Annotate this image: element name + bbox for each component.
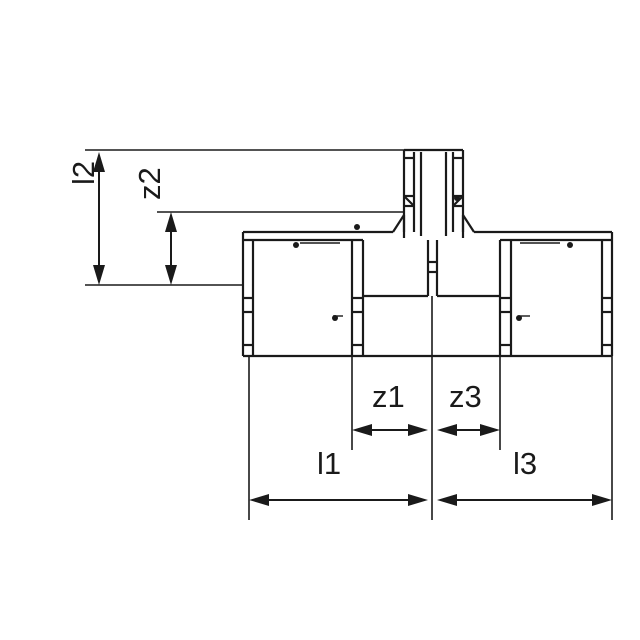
marker-dot-branch-right	[454, 195, 460, 201]
arrow-l1-left	[249, 494, 269, 506]
dimension-label-z1: z1	[372, 379, 405, 414]
marker-dot-left-body	[332, 315, 338, 321]
marker-dot-left-top	[293, 242, 299, 248]
dimension-label-z2: z2	[132, 167, 167, 200]
arrow-z3-right	[480, 424, 500, 436]
dimension-label-l1: l1	[317, 446, 342, 481]
dimension-label-l2: l2	[66, 160, 101, 185]
marker-dot-branch-left	[354, 224, 360, 230]
branch-shoulder-left	[392, 214, 405, 233]
branch-bead-left-chamfer	[403, 195, 415, 207]
arrow-z1-right	[408, 424, 428, 436]
arrow-l3-right	[592, 494, 612, 506]
arrow-z1-left	[352, 424, 372, 436]
arrow-z3-left	[437, 424, 457, 436]
dimension-label-z3: z3	[449, 379, 482, 414]
marker-dot-right-body	[516, 315, 522, 321]
marker-dot-right-top	[567, 242, 573, 248]
arrow-l2-top	[93, 152, 105, 172]
arrow-l1-right	[408, 494, 428, 506]
arrow-l2-bottom	[93, 265, 105, 285]
arrow-l3-left	[437, 494, 457, 506]
arrow-z2-bottom	[165, 265, 177, 285]
dimension-label-l3: l3	[513, 446, 538, 481]
arrow-z2-top	[165, 212, 177, 232]
branch-bead-right-chamfer	[452, 195, 464, 207]
branch-shoulder-right	[462, 214, 475, 233]
